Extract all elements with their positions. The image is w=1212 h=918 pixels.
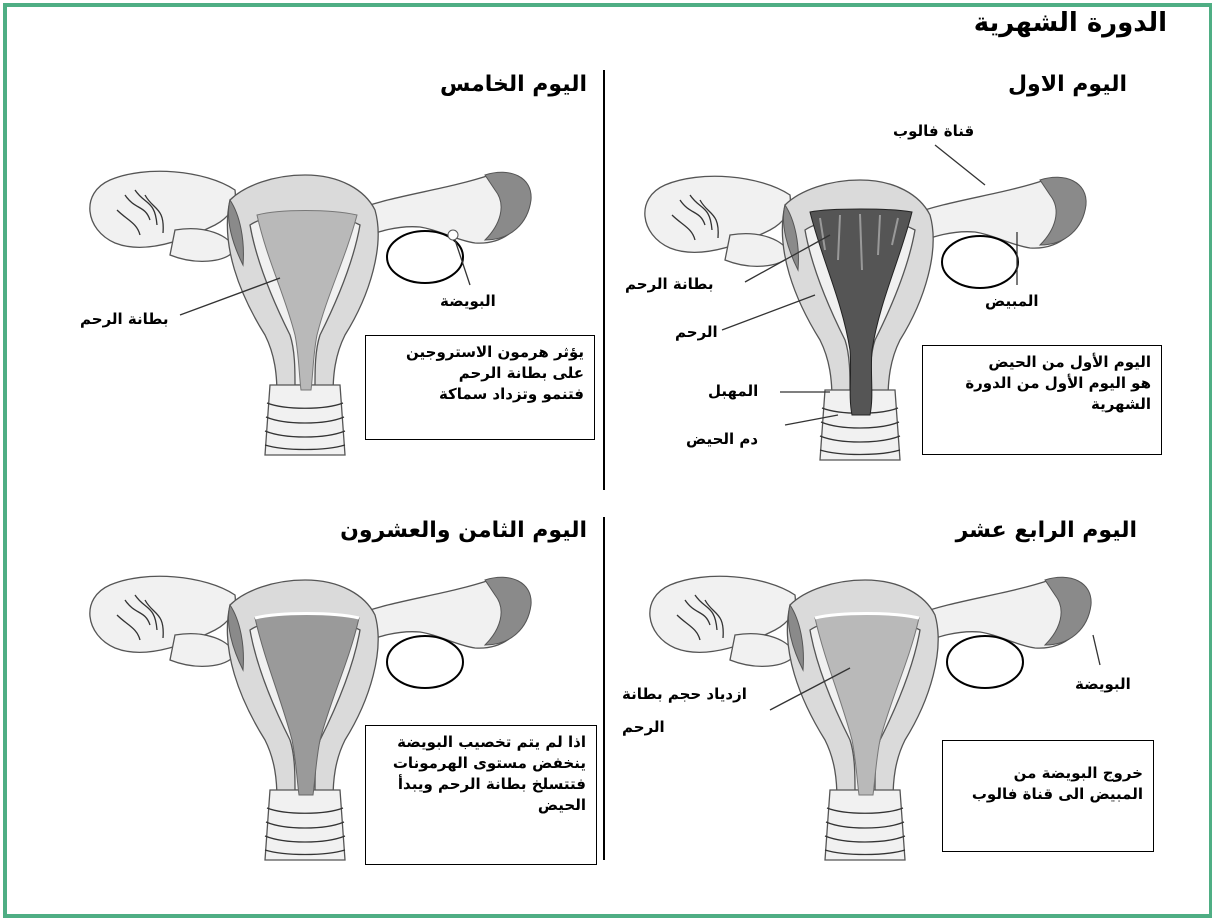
day28-note: اذا لم يتم تخصيب البويضة ينخفض مستوى اله… [365,725,597,865]
label-vagina: المهبل [708,382,758,400]
label-menstrual-blood: دم الحيض [686,430,758,448]
vertical-divider-top [603,70,605,490]
label-uterus: الرحم [675,323,718,341]
day5-heading: اليوم الخامس [440,72,587,97]
day1-heading: اليوم الاول [1008,72,1127,97]
label-fallopian-tube: قناة فالوب [893,122,974,140]
label-egg-day14: البويضة [1075,675,1131,693]
day1-note: اليوم الأول من الحيض هو اليوم الأول من ا… [922,345,1162,455]
label-egg-day5: البويضة [440,292,496,310]
day28-heading: اليوم الثامن والعشرون [340,518,587,543]
label-thickening-line2: الرحم [622,718,665,736]
label-ovary: المبيض [985,292,1039,310]
day14-note: خروج البويضة من المبيض الى قناة فالوب [942,740,1154,852]
vertical-divider-bottom [603,517,605,860]
page-title: الدورة الشهرية [974,8,1167,38]
label-thickening-line1: ازدياد حجم بطانة [622,685,747,703]
label-endometrium-day1: بطانة الرحم [625,275,714,293]
label-endometrium-day5: بطانة الرحم [80,310,169,328]
day14-heading: اليوم الرابع عشر [956,518,1137,543]
day5-note: يؤثر هرمون الاستروجين على بطانة الرحم فت… [365,335,595,440]
